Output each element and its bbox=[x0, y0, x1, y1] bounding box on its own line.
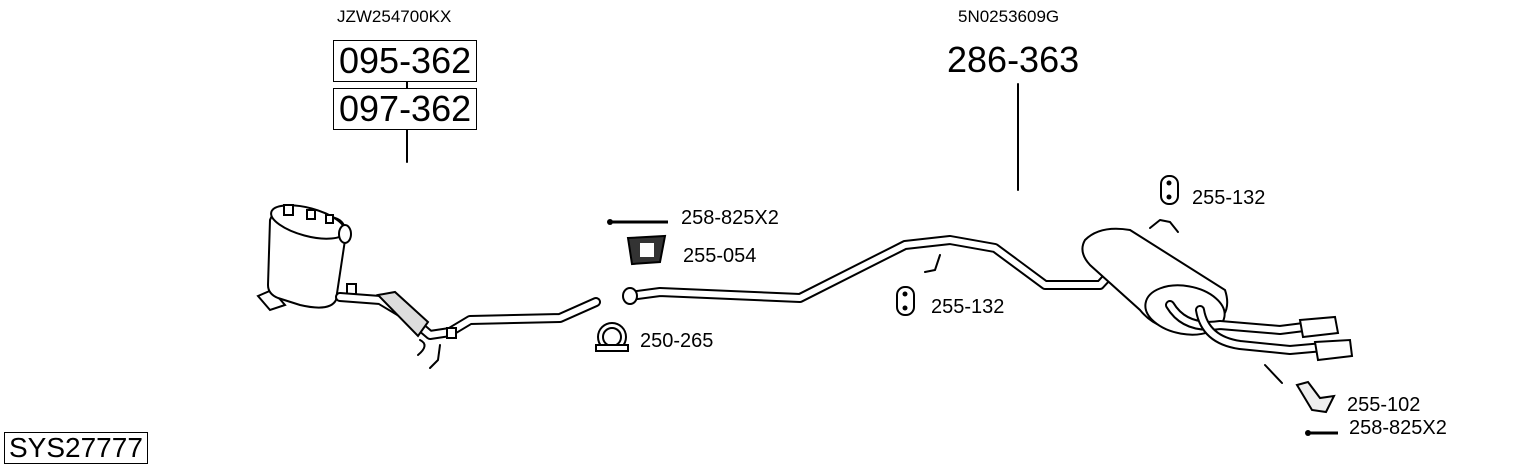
system-id: SYS27777 bbox=[4, 432, 148, 464]
clamp-icon bbox=[595, 322, 629, 352]
bolt-icon bbox=[1305, 430, 1338, 436]
part-number-286-363[interactable]: 286-363 bbox=[947, 39, 1080, 80]
fitting-label[interactable]: 258-825X2 bbox=[681, 207, 779, 229]
bracket-icon bbox=[626, 234, 667, 266]
fitting-label[interactable]: 250-265 bbox=[640, 330, 714, 352]
rear-silencer[interactable] bbox=[1081, 219, 1354, 384]
front-pipe[interactable] bbox=[335, 290, 601, 369]
part-number-095-362[interactable]: 095-362 bbox=[333, 40, 478, 82]
rubber-hanger-icon bbox=[1160, 175, 1179, 205]
fitting-label[interactable]: 255-054 bbox=[683, 245, 757, 267]
fitting-label[interactable]: 255-132 bbox=[1192, 187, 1266, 209]
bracket-icon bbox=[1295, 380, 1336, 414]
rubber-hanger-icon bbox=[896, 286, 915, 316]
fitting-label[interactable]: 255-102 bbox=[1347, 394, 1421, 416]
oe-number-middle: 5N0253609G bbox=[958, 7, 1060, 26]
part-number-097-362[interactable]: 097-362 bbox=[333, 88, 478, 130]
middle-pipe[interactable] bbox=[622, 235, 1117, 305]
particulate-filter[interactable] bbox=[256, 199, 357, 312]
bolt-icon bbox=[607, 219, 668, 225]
fitting-label[interactable]: 258-825X2 bbox=[1349, 417, 1447, 439]
oe-number-front: JZW254700KX bbox=[337, 7, 452, 26]
fitting-label[interactable]: 255-132 bbox=[931, 296, 1005, 318]
